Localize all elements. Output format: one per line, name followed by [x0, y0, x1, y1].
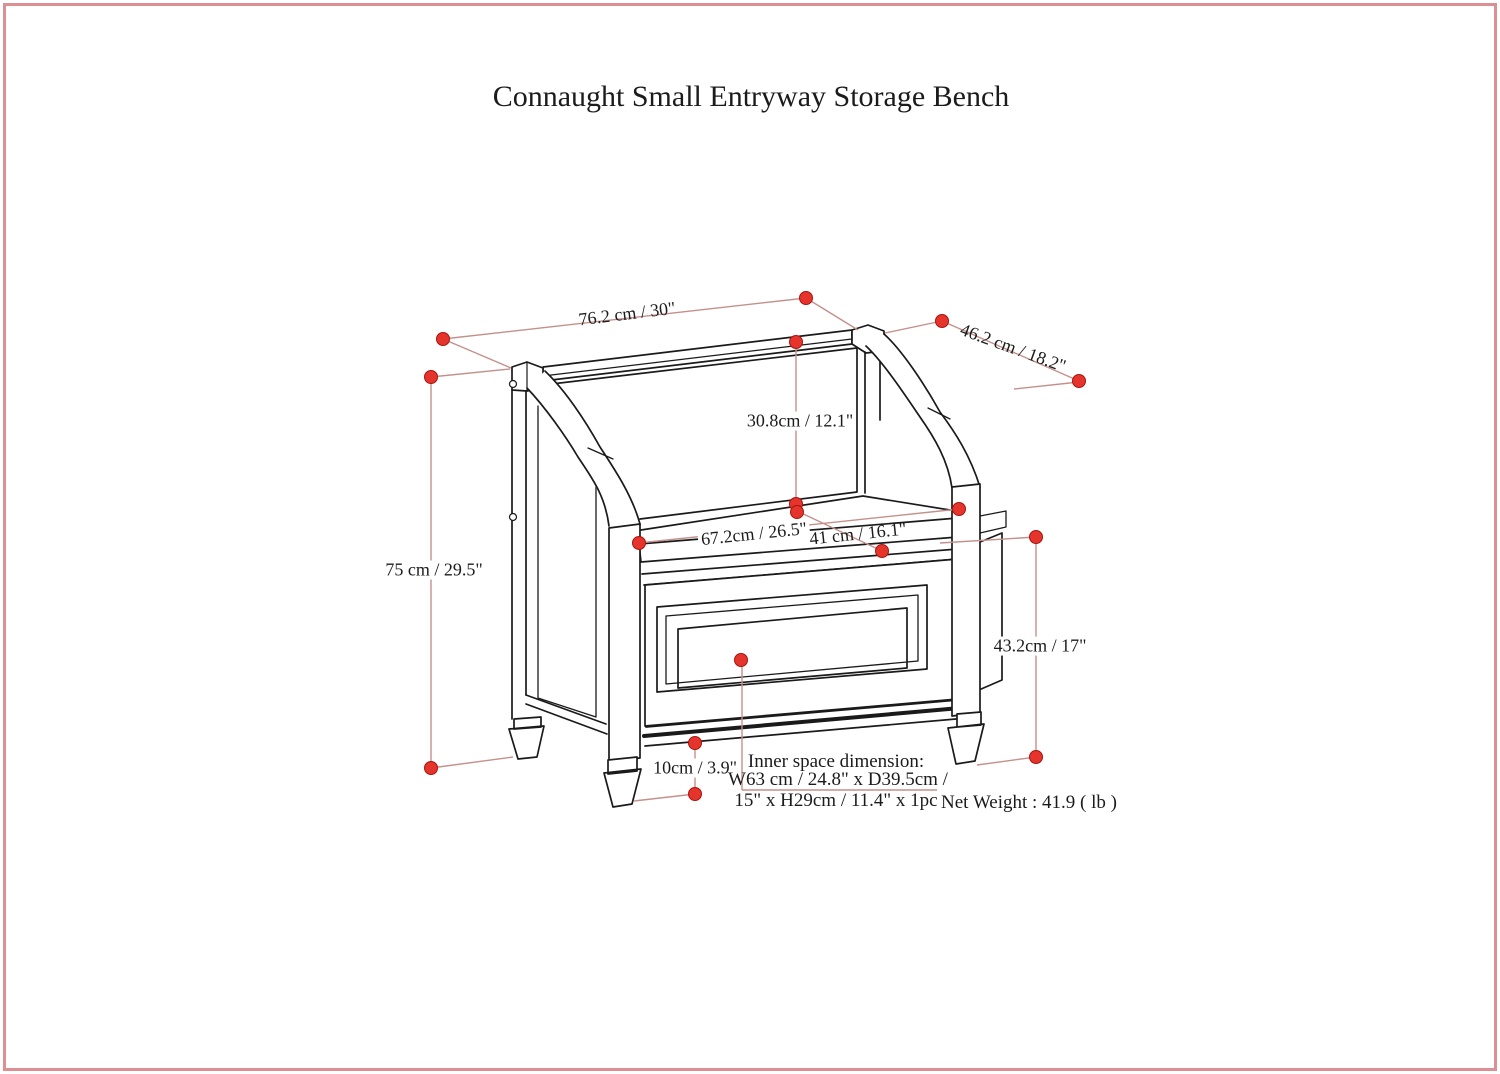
bench-box-front — [644, 558, 959, 727]
bench-backrest-panel — [542, 347, 858, 520]
measurement-dot — [789, 335, 803, 349]
bench-dowel-hole — [508, 379, 518, 389]
measurement-dot — [952, 502, 966, 516]
drawer-panel — [677, 607, 908, 689]
measurement-dot — [799, 291, 813, 305]
inner-space-line2: 15" x H29cm / 11.4" x 1pc — [734, 790, 938, 812]
bench-drawing — [508, 324, 1007, 808]
drawer-frame-outer — [656, 584, 928, 693]
bench-right-post — [864, 351, 881, 494]
foot-front-right — [947, 711, 985, 765]
dim-label-backrest-height: 30.8cm / 12.1" — [743, 411, 857, 431]
bench-back-top-rail-edge — [542, 338, 853, 377]
bench-right-arm-outer — [883, 333, 981, 488]
bench-left-post — [511, 389, 527, 720]
measurement-dots — [424, 291, 1086, 801]
dim-label-leg-height: 10cm / 3.9" — [650, 758, 740, 778]
foot-back-left — [508, 716, 545, 760]
measurement-dot — [1029, 750, 1043, 764]
dimension-line-seat-depth — [796, 510, 883, 552]
bench-front-right-leg — [951, 483, 981, 717]
bench-left-arm-outer — [544, 370, 641, 525]
foot-front-left — [603, 756, 642, 808]
dim-label-overall-height: 75 cm / 29.5" — [382, 560, 486, 580]
dimension-line-overall-width — [442, 297, 859, 369]
bench-left-arm-inner — [526, 387, 610, 527]
measurement-dot — [790, 505, 804, 519]
measurement-dot — [1029, 530, 1043, 544]
measurement-dot — [436, 332, 450, 346]
measurement-dot — [688, 787, 702, 801]
bench-back-top-rail — [542, 329, 853, 382]
inner-space-line1: W63 cm / 24.8" x D39.5cm / — [728, 769, 948, 791]
bench-bottom-edge — [645, 699, 959, 728]
dimension-line-overall-depth — [884, 320, 1080, 390]
measurement-dot — [1072, 374, 1086, 388]
bench-left-arm — [527, 371, 640, 528]
measurement-dot — [632, 536, 646, 550]
page-title: Connaught Small Entryway Storage Bench — [492, 80, 1010, 113]
bench-left-bottom-rail — [525, 694, 608, 735]
measurement-dot — [875, 544, 889, 558]
bench-dowel-hole — [508, 512, 518, 522]
measurement-dot — [424, 370, 438, 384]
inner-space-leader — [741, 661, 937, 791]
net-weight-label: Net Weight : 41.9 ( lb ) — [941, 792, 1117, 814]
bench-front-left-leg — [608, 523, 641, 762]
inner-space-heading: Inner space dimension: — [747, 751, 925, 773]
bench-right-arm-inner — [865, 345, 953, 489]
measurement-dot — [935, 314, 949, 328]
drawer-frame-mid — [665, 594, 919, 685]
bench-right-arm — [866, 334, 980, 490]
measurement-dot — [688, 736, 702, 750]
dim-label-storage-height: 43.2cm / 17" — [990, 636, 1090, 656]
bench-seat-right-edge — [979, 510, 1007, 534]
measurement-dot — [424, 761, 438, 775]
bench-left-arm-joint — [587, 447, 614, 460]
bench-bottom-stretcher — [642, 706, 962, 738]
measurement-dot — [734, 653, 748, 667]
bench-right-arm-joint — [927, 407, 951, 420]
